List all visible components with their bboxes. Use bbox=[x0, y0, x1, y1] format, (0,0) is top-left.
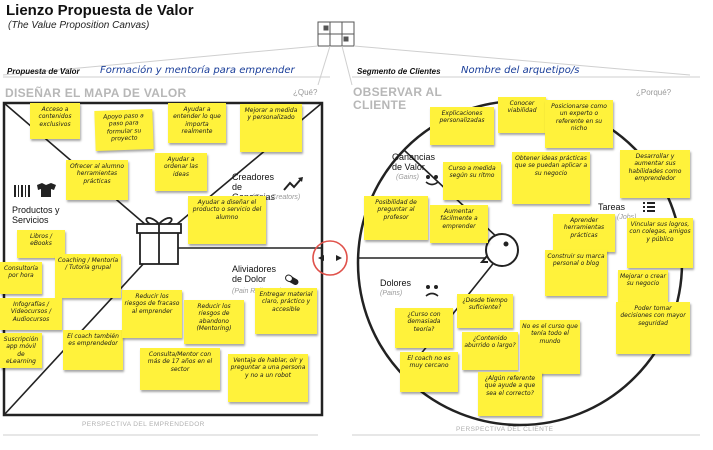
sticky-note[interactable]: Mejorar a medida y personalizado bbox=[240, 104, 302, 152]
sticky-note[interactable]: Infografías / Videocursos / Audiocursos bbox=[0, 298, 62, 330]
sticky-note[interactable]: Construir su marca personal o blog bbox=[545, 250, 607, 296]
jobs-label: Tareas bbox=[598, 202, 626, 212]
sticky-note[interactable]: Suscripción app móvil de eLearning bbox=[0, 333, 42, 368]
sticky-note[interactable]: Entregar material claro, práctico y acce… bbox=[255, 288, 317, 334]
pain-relievers-label: Aliviadores de Dolor bbox=[232, 264, 277, 284]
jobs-sub: (Jobs) bbox=[617, 214, 636, 221]
sticky-note[interactable]: Reducir los riesgos de abandono (Mentori… bbox=[184, 300, 244, 344]
shirt-icon bbox=[37, 183, 56, 197]
sticky-note[interactable]: Ventaja de hablar, oír y preguntar a una… bbox=[228, 354, 308, 402]
sticky-note[interactable]: Ayudar a entender lo que importa realmen… bbox=[168, 103, 226, 143]
sticky-note[interactable]: Ayudar a diseñar el producto o servicio … bbox=[188, 196, 266, 244]
pains-sub: (Pains) bbox=[380, 290, 403, 297]
page-title: Lienzo Propuesta de Valor bbox=[6, 2, 194, 19]
gains-label: Ganancias de Valor bbox=[392, 152, 436, 172]
customer-segment-value: Nombre del arquetipo/s bbox=[461, 65, 580, 76]
sticky-note[interactable]: Aprender herramientas prácticas bbox=[553, 214, 615, 252]
pains-label: Dolores bbox=[380, 278, 412, 288]
value-proposition-label: Propuesta de Valor bbox=[7, 67, 80, 76]
value-proposition-value: Formación y mentoría para emprender bbox=[100, 65, 295, 76]
sticky-note[interactable]: Aumentar fácilmente a emprender bbox=[430, 205, 488, 243]
sticky-note[interactable]: Curso a medida según su ritmo bbox=[443, 162, 501, 200]
pill-icon bbox=[285, 274, 299, 285]
sticky-note[interactable]: Coaching / Mentoría / Tutoría grupal bbox=[55, 254, 121, 298]
sticky-note[interactable]: ¿Algún referente que ayude a que sea el … bbox=[478, 372, 542, 416]
gift-icon bbox=[136, 217, 182, 265]
sticky-note[interactable]: Libros / eBooks bbox=[17, 230, 65, 258]
gains-sub: (Gains) bbox=[396, 174, 419, 181]
chart-up-icon bbox=[283, 178, 302, 191]
sticky-note[interactable]: Consultoría por hora bbox=[0, 262, 42, 294]
entrepreneur-footer: PERSPECTIVA DEL EMPRENDEDOR bbox=[82, 421, 205, 428]
grid-logo-icon bbox=[317, 21, 355, 47]
sticky-note[interactable]: Ayudar a ordenar las ideas bbox=[155, 153, 207, 191]
sticky-note[interactable]: Posicionarse como un experto o referente… bbox=[545, 100, 613, 148]
sticky-note[interactable]: ¿Curso con demasiada teoría? bbox=[395, 308, 453, 348]
sticky-note[interactable]: Poder tomar decisiones con mayor segurid… bbox=[616, 302, 690, 354]
customer-segment-label: Segmento de Clientes bbox=[357, 67, 441, 76]
sticky-note[interactable]: Vincular sus logros, con colegas, amigos… bbox=[627, 218, 693, 268]
list-icon bbox=[643, 202, 655, 212]
customer-profile-caption: OBSERVAR AL CLIENTE bbox=[353, 85, 442, 112]
sticky-note[interactable]: Posibilidad de preguntar al profesor bbox=[364, 196, 428, 240]
customer-footer: PERSPECTIVA DEL CLIENTE bbox=[456, 426, 554, 433]
value-map-caption: DISEÑAR EL MAPA DE VALOR bbox=[5, 86, 187, 100]
sticky-note[interactable]: Acceso a contenidos exclusivos bbox=[30, 103, 80, 139]
sticky-note[interactable]: El coach también es emprendedor bbox=[63, 330, 123, 370]
sticky-note[interactable]: Mejorar o crear su negocio bbox=[618, 270, 668, 304]
sticky-note[interactable]: No es el curso que tenía todo el mundo bbox=[520, 320, 580, 374]
face-icon bbox=[479, 233, 519, 267]
sticky-note[interactable]: Explicaciones personalizadas bbox=[430, 107, 494, 145]
smile-icon bbox=[425, 175, 439, 186]
sticky-note[interactable]: Desarrollar y aumentar sus habilidades c… bbox=[620, 150, 690, 198]
frown-icon bbox=[425, 284, 439, 297]
sticky-note[interactable]: Apoyo paso a paso para formular su proye… bbox=[94, 109, 154, 151]
sticky-note[interactable]: Obtener ideas prácticas que se puedan ap… bbox=[512, 152, 590, 204]
products-services-label: Productos y Servicios bbox=[12, 205, 60, 225]
sticky-note[interactable]: El coach no es muy cercano bbox=[400, 352, 458, 392]
sticky-note[interactable]: Consulta/Mentor con más de 17 años en el… bbox=[140, 348, 220, 390]
fit-circle bbox=[312, 240, 348, 276]
customer-profile-question: ¿Porqué? bbox=[636, 88, 672, 97]
gain-creators-sub: (Gain Creators) bbox=[252, 194, 301, 201]
barcode-icon bbox=[14, 185, 30, 197]
sticky-note[interactable]: Conocer viabilidad bbox=[498, 97, 546, 133]
value-map-question: ¿Qué? bbox=[293, 88, 318, 97]
sticky-note[interactable]: Reducir los riesgos de fracaso al empren… bbox=[122, 290, 182, 338]
sticky-note[interactable]: Ofrecer al alumno herramientas prácticas bbox=[66, 160, 128, 200]
page-subtitle: (The Value Proposition Canvas) bbox=[8, 20, 150, 31]
sticky-note[interactable]: ¿Contenido aburrido o largo? bbox=[462, 332, 518, 370]
sticky-note[interactable]: ¿Desde tiempo suficiente? bbox=[457, 294, 513, 328]
